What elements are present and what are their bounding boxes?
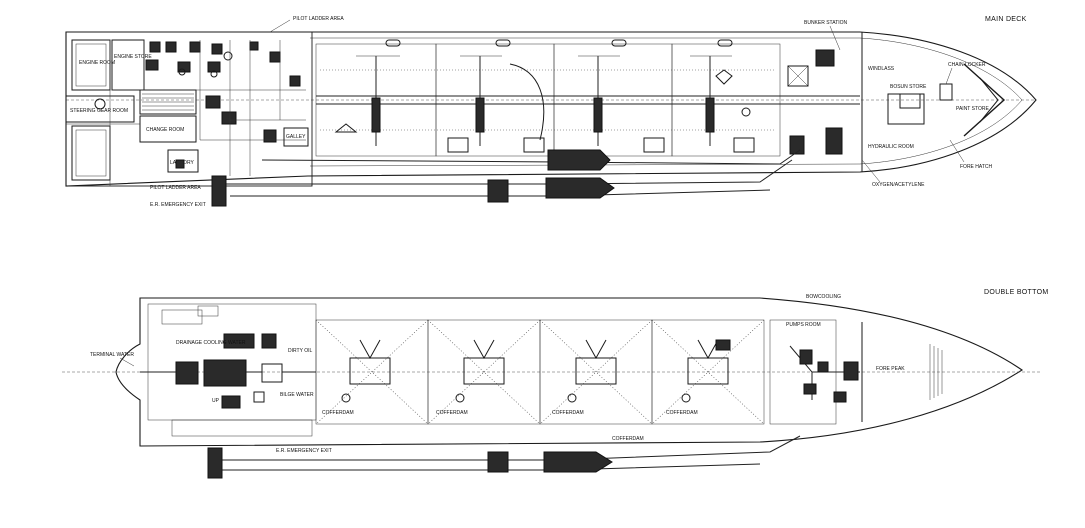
paint-store-highlight: [899, 93, 921, 109]
db-compartment-b: [197, 305, 219, 317]
change-room-label: CHANGE ROOM: [146, 127, 184, 133]
fore-peak-label: FORE PEAK: [876, 366, 905, 372]
bow-chock-inner: [979, 77, 999, 123]
laundry-box: [167, 149, 199, 173]
double-bottom-plan: DOUBLE BOTTOM TERMINAL WATER DRAINAGE CO…: [62, 289, 1048, 479]
main-deck-hull-outline: [65, 31, 1037, 187]
accommodation-partitions: [66, 40, 306, 186]
galley-label: GALLEY: [286, 134, 306, 140]
terminal-water-label: TERMINAL WATER: [90, 352, 134, 358]
double-bottom-title: DOUBLE BOTTOM: [984, 289, 1048, 296]
dirty-oil-label: DIRTY OIL: [288, 348, 312, 354]
chain-locker-label: CHAIN LOCKER: [948, 62, 986, 68]
steering-gear-label: STEERING GEAR ROOM: [70, 108, 128, 114]
pilot-ladder-top-leader: [269, 19, 291, 33]
bosun-store-box: [887, 93, 925, 125]
engine-store-label: ENGINE STORE: [114, 54, 152, 60]
bunker-station-label: BUNKER STATION: [804, 20, 848, 26]
double-bottom-hull-outline: [115, 297, 1023, 447]
store-box-inner: [75, 129, 107, 177]
drainage-cooling-label: DRAINAGE COOLING WATER: [176, 340, 246, 346]
store-box: [71, 125, 111, 181]
cofferdam-label-2: COFFERDAM: [436, 410, 468, 416]
pilot-ladder-top-label: PILOT LADDER AREA: [293, 16, 344, 22]
fore-hatch-label: FORE HATCH: [960, 164, 993, 170]
bilge-water-label: BILGE WATER: [280, 392, 314, 398]
stair-treads: [142, 93, 194, 111]
main-deck-cargo-bays: [315, 43, 860, 157]
change-room-box: [139, 115, 197, 143]
main-deck-title: MAIN DECK: [985, 16, 1027, 23]
engine-room-label: ENGINE ROOM: [79, 60, 115, 66]
pump-machinery: [789, 345, 860, 403]
oxygen-label: OXYGEN/ACETYLENE: [872, 182, 925, 188]
galley-box: [283, 127, 309, 147]
bow-chock: [963, 63, 1006, 137]
oxygen-leader: [861, 159, 881, 183]
main-deck-inner-line: [309, 37, 1023, 167]
pilot-ladder-bottom-label: PILOT LADDER AREA: [150, 185, 201, 191]
paint-store-label: PAINT STORE: [956, 106, 989, 112]
engine-store-box: [111, 39, 145, 91]
cofferdam-label-3: COFFERDAM: [552, 410, 584, 416]
bunker-station-mark: [815, 49, 835, 67]
cofferdam-label-4: COFFERDAM: [666, 410, 698, 416]
bosun-store-label: BOSUN STORE: [890, 84, 927, 90]
cofferdam-label-1: COFFERDAM: [322, 410, 354, 416]
pump-room-label: PUMPS ROOM: [786, 322, 821, 328]
cofferdam-lower-label: COFFERDAM: [612, 436, 644, 442]
fore-hatch-leader: [949, 139, 965, 163]
cabin-fixtures: [94, 41, 301, 169]
double-bottom-tanks: [315, 319, 765, 425]
er-exit-label: E.R. EMERGENCY EXIT: [150, 202, 206, 208]
db-compartment-a: [161, 309, 203, 325]
fore-peak-frames: [929, 344, 943, 400]
main-deck-plan: MAIN DECK ENGINE ROOM ENGINE STORE STEER…: [65, 16, 1037, 208]
double-bottom-hose-line: [207, 435, 801, 479]
windlass-label: WINDLASS: [868, 66, 895, 72]
deck-openings: [385, 39, 809, 87]
hydraulic-room-label: HYDRAULIC ROOM: [868, 144, 914, 150]
steering-gear-box: [65, 95, 135, 123]
windlass-box: [939, 83, 953, 101]
engine-machinery: [140, 333, 316, 409]
engine-room-inner: [75, 43, 107, 87]
db-side-tank: [171, 419, 313, 437]
db-er-exit-label: E.R. EMERGENCY EXIT: [276, 448, 332, 454]
chain-locker-leader: [945, 67, 953, 85]
db-up-label: UP: [212, 398, 220, 404]
bunker-station-leader: [829, 25, 841, 51]
main-deck-hose-line: [211, 149, 801, 207]
terminal-water-leader: [119, 357, 135, 367]
bow-cooling-label: BOWCOOLING: [806, 294, 841, 300]
